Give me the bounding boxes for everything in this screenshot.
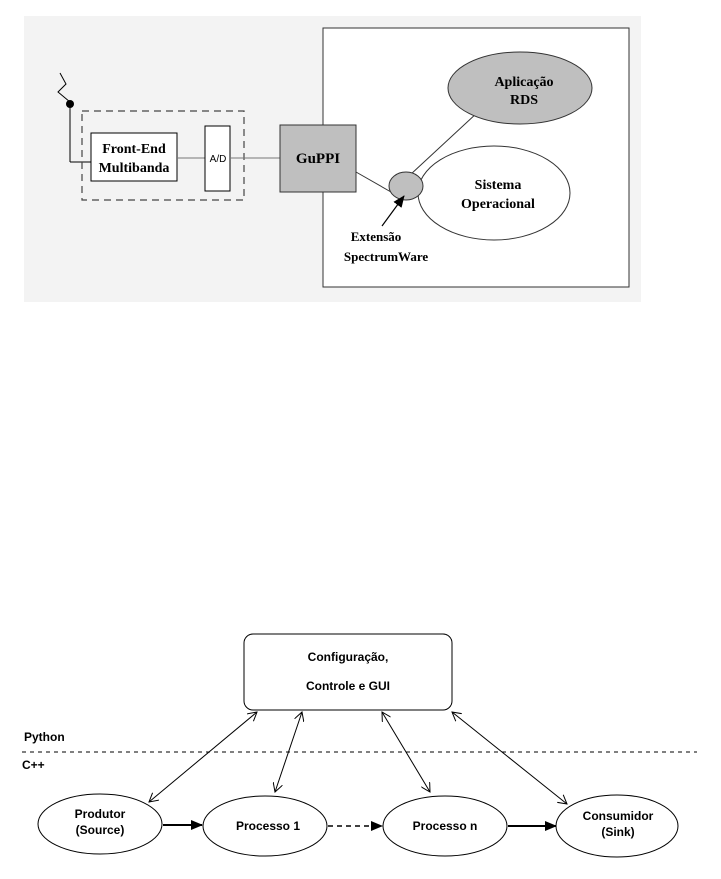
operating-system-label-2: Operacional <box>461 197 535 212</box>
processon-label: Processo n <box>413 819 478 833</box>
consumidor-label-2: (Sink) <box>601 825 634 839</box>
spectrumware-extension-ellipse <box>389 172 423 200</box>
front-end-label-2: Multibanda <box>99 161 170 176</box>
produtor-label-2: (Source) <box>76 823 125 837</box>
produtor-label-1: Produtor <box>75 807 126 821</box>
operating-system-label-1: Sistema <box>475 178 522 193</box>
config-consumidor-arrow <box>452 712 567 804</box>
front-end-label-1: Front-End <box>102 142 166 157</box>
extension-label-2: SpectrumWare <box>344 249 428 264</box>
ad-converter-label: A/D <box>210 154 227 165</box>
config-produtor-arrow <box>149 712 257 802</box>
config-label-1: Configuração, <box>308 650 389 664</box>
gnuradio-architecture-diagram: Configuração, Controle e GUI Python C++ … <box>22 634 697 857</box>
processo1-label: Processo 1 <box>236 819 300 833</box>
application-rds-label-1: Aplicação <box>494 75 553 90</box>
application-rds-label-2: RDS <box>510 93 538 108</box>
config-control-gui-box <box>244 634 452 710</box>
cpp-layer-label: C++ <box>22 758 45 772</box>
consumidor-label-1: Consumidor <box>583 809 654 823</box>
python-layer-label: Python <box>24 730 65 744</box>
guppi-label: GuPPI <box>296 151 340 167</box>
config-label-2: Controle e GUI <box>306 679 390 693</box>
spectrumware-diagram: Front-End Multibanda A/D GuPPI Aplicação… <box>24 16 641 302</box>
operating-system-ellipse <box>418 146 570 240</box>
extension-label-1: Extensão <box>351 229 402 244</box>
